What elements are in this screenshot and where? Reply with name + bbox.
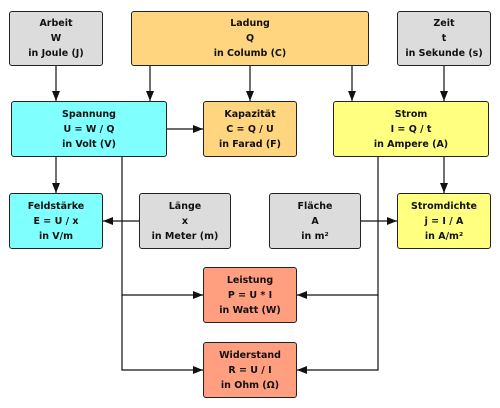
box-flaeche-name: Fläche	[297, 200, 333, 212]
box-widerstand-formula: R = U / I	[228, 364, 272, 376]
box-widerstand-name: Widerstand	[219, 349, 281, 361]
box-leistung: Leistung P = U * I in Watt (W)	[203, 267, 297, 323]
box-strom-formula: I = Q / t	[390, 123, 432, 135]
box-kapazitaet-name: Kapazität	[224, 108, 276, 120]
box-spannung-name: Spannung	[62, 108, 116, 120]
box-ladung: Ladung Q in Columb (C)	[131, 11, 369, 66]
box-kapazitaet-unit: in Farad (F)	[218, 138, 282, 150]
box-laenge: Länge x in Meter (m)	[139, 193, 231, 249]
box-laenge-unit: in Meter (m)	[151, 230, 219, 242]
box-leistung-formula: P = U * I	[227, 289, 273, 301]
box-zeit-formula: t	[441, 33, 447, 44]
box-ladung-unit: in Columb (C)	[213, 48, 287, 59]
box-feldstaerke-formula: E = U / x	[33, 215, 79, 227]
box-kapazitaet: Kapazität C = Q / U in Farad (F)	[203, 101, 297, 157]
box-ladung-name: Ladung	[230, 18, 270, 29]
box-laenge-formula: x	[181, 215, 189, 227]
box-stromdichte: Stromdichte j = I / A in A/m²	[397, 193, 491, 249]
box-stromdichte-name: Stromdichte	[411, 200, 477, 212]
box-flaeche: Fläche A in m²	[269, 193, 361, 249]
box-laenge-name: Länge	[168, 200, 202, 212]
box-leistung-name: Leistung	[226, 274, 274, 286]
box-spannung-unit: in Volt (V)	[62, 138, 116, 150]
box-leistung-unit: in Watt (W)	[219, 304, 281, 316]
box-strom: Strom I = Q / t in Ampere (A)	[333, 101, 489, 157]
box-zeit-unit: in Sekunde (s)	[405, 48, 483, 59]
box-kapazitaet-formula: C = Q / U	[226, 123, 274, 135]
box-stromdichte-unit: in A/m²	[424, 230, 464, 242]
box-stromdichte-formula: j = I / A	[424, 215, 464, 227]
box-strom-name: Strom	[394, 108, 428, 120]
box-flaeche-formula: A	[311, 215, 319, 227]
box-feldstaerke: Feldstärke E = U / x in V/m	[9, 193, 103, 249]
box-zeit-name: Zeit	[433, 18, 455, 29]
box-arbeit: Arbeit W in Joule (J)	[9, 11, 103, 66]
box-spannung-formula: U = W / Q	[63, 123, 115, 135]
box-feldstaerke-unit: in V/m	[38, 230, 74, 242]
box-widerstand-unit: in Ohm (Ω)	[220, 379, 280, 391]
box-widerstand: Widerstand R = U / I in Ohm (Ω)	[203, 342, 297, 398]
box-arbeit-unit: in Joule (J)	[28, 48, 84, 59]
box-zeit: Zeit t in Sekunde (s)	[397, 11, 491, 66]
box-flaeche-unit: in m²	[301, 230, 329, 242]
box-arbeit-name: Arbeit	[39, 18, 73, 29]
arrow-spannung-to-widerstand	[121, 295, 203, 374]
box-spannung: Spannung U = W / Q in Volt (V)	[11, 101, 167, 157]
arrow-strom-to-widerstand	[297, 295, 379, 374]
box-feldstaerke-name: Feldstärke	[27, 200, 85, 212]
box-arbeit-formula: W	[50, 33, 62, 44]
box-strom-unit: in Ampere (A)	[373, 138, 449, 150]
box-ladung-formula: Q	[245, 33, 255, 44]
